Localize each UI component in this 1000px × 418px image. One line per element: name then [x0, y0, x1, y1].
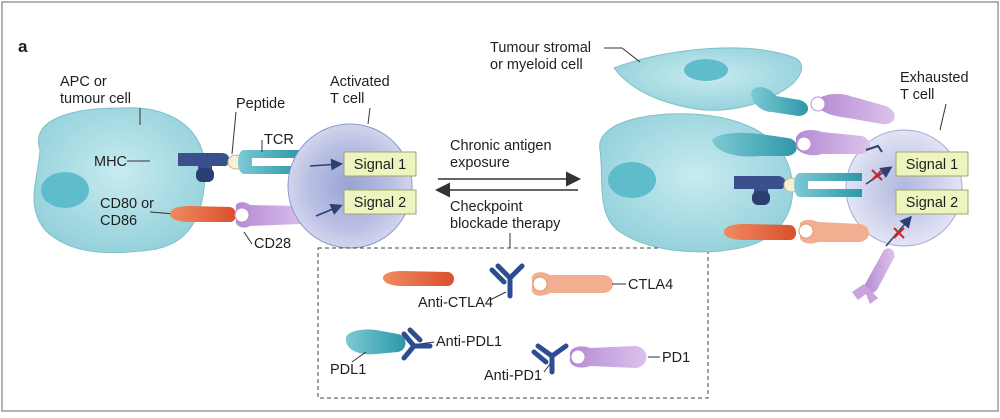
stromal-nucleus: [684, 59, 728, 81]
cd28-head: [234, 207, 250, 223]
tcr-label: TCR: [264, 132, 294, 148]
chronic-label-line1: Chronic antigen: [450, 138, 552, 154]
right-mhc: [734, 176, 786, 203]
exhausted-label-line1: Exhausted: [900, 70, 969, 86]
signal1-box-left: [343, 151, 417, 177]
checkpoint-label-line2: blockade therapy: [450, 216, 561, 232]
anti-pd1-label: Anti-PD1: [484, 368, 542, 384]
anti-ctla4-label: Anti-CTLA4: [418, 295, 493, 311]
signal2-arrow-left: [315, 203, 343, 217]
signal1-arrow-left: [309, 158, 343, 171]
cd80-label-line1: CD80 or: [100, 196, 154, 212]
inhibit-x-signal2: [893, 227, 905, 239]
mhc-molecule: [178, 153, 230, 180]
anti-pd1-antibody: [531, 343, 569, 375]
signal2-text-left: Signal 2: [354, 195, 406, 211]
right-tumour-nucleus: [608, 162, 656, 198]
right-tcr: [794, 173, 862, 197]
exh-pd1-top-head: [810, 96, 826, 112]
signal1-text-right: Signal 1: [906, 157, 958, 173]
stromal-label-line2: or myeloid cell: [490, 57, 583, 73]
exh-pd1-mid-head: [796, 136, 812, 152]
activated-label-line1: Activated: [330, 74, 390, 90]
apc-label-line1: APC or: [60, 74, 107, 90]
stromal-pdl1: [751, 87, 809, 116]
box-cd80-molecule: [383, 271, 454, 286]
ctla4-label: CTLA4: [628, 277, 673, 293]
exh-pd1-bottom-tail: [852, 284, 878, 304]
inhibit-x-signal1: [871, 169, 883, 181]
checkpoint-label-line1: Checkpoint: [450, 199, 523, 215]
pd1-label: PD1: [662, 350, 690, 366]
anti-pd1-leader: [543, 363, 551, 373]
signal2-box-right: [895, 189, 969, 215]
anti-pdl1-antibody: [401, 327, 433, 361]
therapy-box: [317, 247, 709, 399]
stromal-label-line1: Tumour stromal: [490, 40, 591, 56]
ctla4-molecule: [531, 272, 613, 296]
ctla4-head: [532, 276, 548, 292]
activated-leader: [367, 107, 371, 125]
anti-pdl1-label: Anti-PDL1: [436, 334, 502, 350]
signal1-text-left: Signal 1: [354, 157, 406, 173]
anti-ctla4-antibody: [489, 263, 525, 299]
tumour-pdl1: [712, 132, 797, 157]
exh-pd1-top: [816, 93, 895, 125]
activated-t-cell: [287, 123, 413, 249]
apc-nucleus: [41, 172, 89, 208]
cd28-leader: [243, 231, 253, 245]
pdl1-molecule: [345, 329, 406, 355]
cd28-molecule: [235, 202, 309, 228]
mhc-subunit: [196, 168, 214, 182]
exhausted-leader: [939, 103, 947, 131]
right-ctla4-head: [798, 223, 814, 239]
panel-label: a: [18, 37, 28, 56]
peptide-leader: [231, 111, 237, 155]
pd1-head: [570, 349, 586, 365]
signal2-text-right: Signal 2: [906, 195, 958, 211]
chronic-label-line2: exposure: [450, 155, 510, 171]
right-mhc-subunit: [752, 191, 770, 205]
right-ctla4: [799, 219, 869, 244]
pdl1-label: PDL1: [330, 362, 366, 378]
tcr-molecule: [238, 150, 300, 174]
peptide-label: Peptide: [236, 96, 285, 112]
exhausted-label-line2: T cell: [900, 87, 934, 103]
cd28-label: CD28: [254, 236, 291, 252]
activated-label-line2: T cell: [330, 91, 364, 107]
pd1-molecule: [569, 346, 647, 368]
inhibit-bar: [865, 144, 883, 153]
anti-pdl1-leader: [419, 341, 435, 345]
mhc-label: MHC: [94, 154, 127, 170]
signal1-box-right: [895, 151, 969, 177]
exh-pd1-mid: [796, 130, 871, 156]
cd80-molecule: [170, 206, 236, 222]
exh-pd1-bottom: [864, 248, 895, 294]
signal2-box-left: [343, 189, 417, 215]
pdl1-leader: [351, 351, 367, 363]
apc-label-line2: tumour cell: [60, 91, 131, 107]
anti-ctla4-leader: [489, 291, 507, 301]
stromal-leader: [604, 47, 641, 63]
right-cd80: [724, 224, 796, 240]
cd80-label-line2: CD86: [100, 213, 137, 229]
